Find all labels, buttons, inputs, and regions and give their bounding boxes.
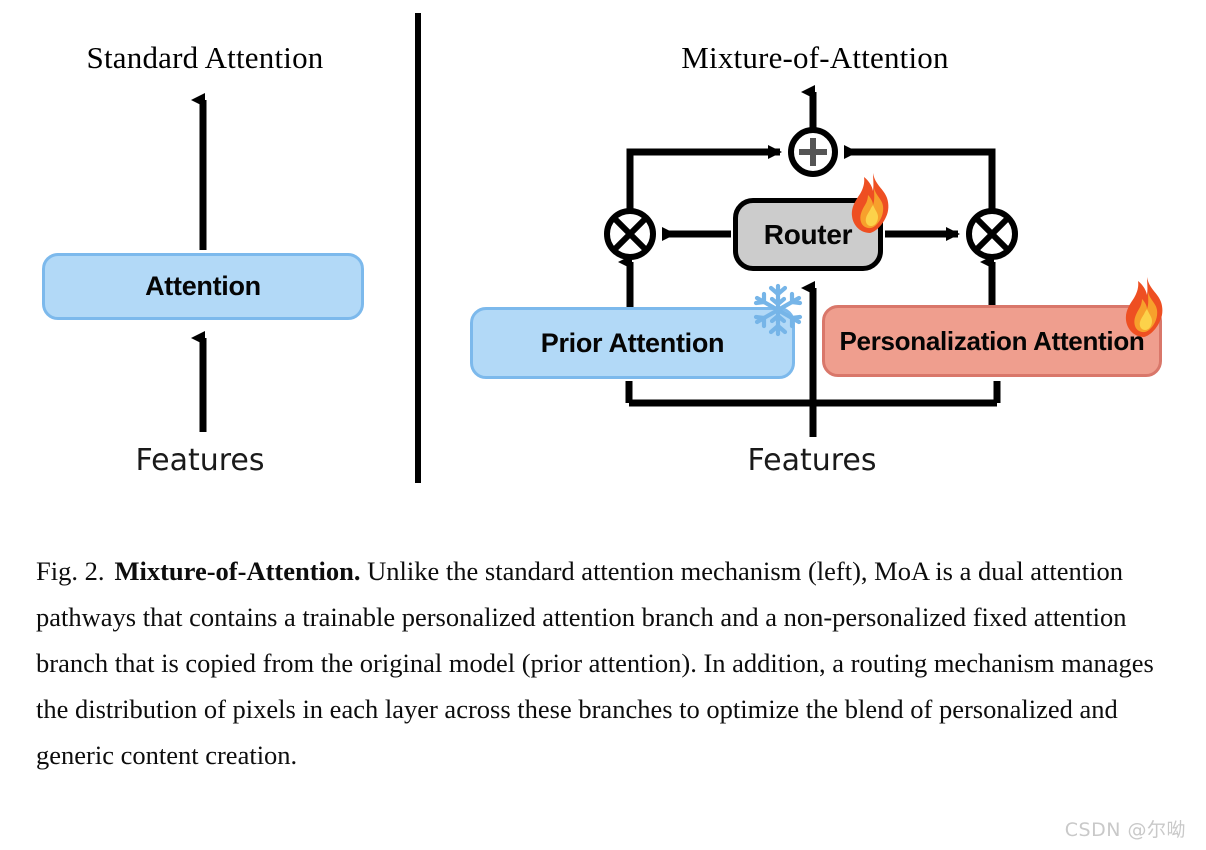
panel-title-standard-attention: Standard Attention [86,40,324,75]
diagram-area: Standard Attention Mixture-of-Attention [42,13,1163,483]
router-block: Router [733,198,883,271]
figure-caption: Fig. 2. Mixture-of-Attention. Unlike the … [36,548,1176,778]
caption-figure-number: Fig. 2. [36,556,105,586]
features-label-left: Features [135,443,265,478]
panel-title-mixture-of-attention: Mixture-of-Attention [681,40,949,75]
features-label-right: Features [747,443,877,478]
personalization-attention-block: Personalization Attention [822,305,1162,377]
caption-body: Unlike the standard attention mechanism … [36,556,1154,770]
operator-multiply-left-node [604,208,656,260]
wire-right-features-bus [625,381,1001,407]
operator-multiply-right-node [966,208,1018,260]
operator-sum-node [788,127,838,177]
prior-attention-block: Prior Attention [470,307,795,379]
watermark: CSDN @尔呦 [1064,819,1186,841]
caption-bold-title: Mixture-of-Attention. [114,556,361,586]
panel-divider [415,13,421,483]
attention-block: Attention [42,253,364,320]
